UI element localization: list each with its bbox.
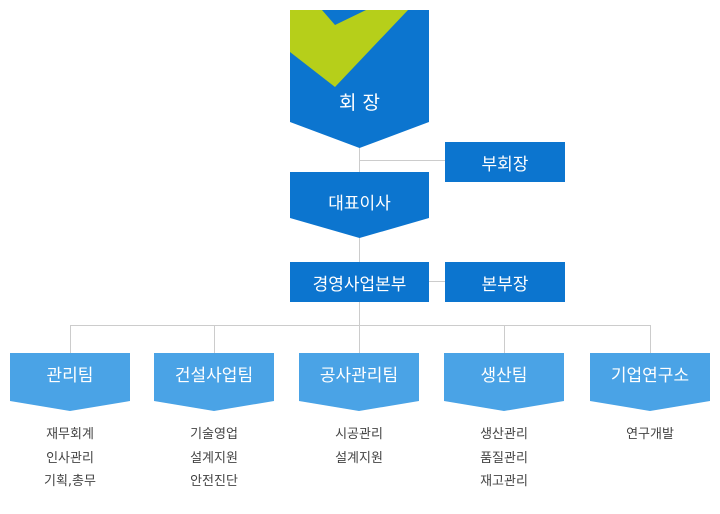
team-duties: 시공관리 설계지원 bbox=[299, 423, 419, 470]
chairman-label: 회 장 bbox=[339, 92, 380, 114]
duty-item: 안전진단 bbox=[190, 474, 238, 489]
team-background bbox=[299, 353, 419, 411]
team-background bbox=[444, 353, 564, 411]
vice-chairman-label: 부회장 bbox=[481, 154, 529, 175]
team-duties: 연구개발 bbox=[590, 423, 710, 447]
team-background bbox=[590, 353, 710, 411]
connector-team-bus bbox=[70, 325, 651, 326]
team-label: 기업연구소 bbox=[610, 365, 690, 386]
duty-item: 기술영업 bbox=[190, 427, 238, 442]
team-duties: 기술영업 설계지원 안전진단 bbox=[154, 423, 274, 494]
team-label: 관리팀 bbox=[46, 365, 94, 386]
connector-team-4 bbox=[504, 325, 505, 353]
duty-item: 설계지원 bbox=[335, 450, 383, 466]
team-background bbox=[10, 353, 130, 411]
team-node: 기업연구소 bbox=[590, 353, 710, 411]
duty-item: 설계지원 bbox=[190, 450, 238, 466]
division-head-label: 본부장 bbox=[481, 274, 529, 295]
team-duties: 재무회계 인사관리 기획,총무 bbox=[10, 423, 130, 494]
chairman-shape bbox=[290, 10, 429, 148]
duty-item: 기획,총무 bbox=[44, 474, 96, 489]
division-box: 경영사업본부 bbox=[290, 262, 429, 302]
team-node: 건설사업팀 bbox=[154, 353, 274, 411]
team-shape bbox=[299, 353, 419, 411]
ceo-background bbox=[290, 172, 429, 238]
team-background bbox=[154, 353, 274, 411]
connector-team-1 bbox=[70, 325, 71, 353]
team-label: 생산팀 bbox=[480, 365, 528, 386]
division-head-box: 본부장 bbox=[445, 262, 565, 302]
checkmark-icon bbox=[290, 10, 408, 87]
connector-division-teams bbox=[359, 302, 360, 326]
duty-item: 품질관리 bbox=[480, 450, 528, 466]
team-duties: 생산관리 품질관리 재고관리 bbox=[444, 423, 564, 494]
duty-item: 인사관리 bbox=[46, 450, 94, 466]
duty-item: 연구개발 bbox=[626, 427, 674, 442]
team-node: 생산팀 bbox=[444, 353, 564, 411]
ceo-label: 대표이사 bbox=[328, 194, 391, 214]
team-node: 관리팀 bbox=[10, 353, 130, 411]
team-shape bbox=[10, 353, 130, 411]
team-node: 공사관리팀 bbox=[299, 353, 419, 411]
team-shape bbox=[154, 353, 274, 411]
connector-team-5 bbox=[650, 325, 651, 353]
team-shape bbox=[444, 353, 564, 411]
connector-division-head bbox=[428, 281, 445, 282]
duty-item: 시공관리 bbox=[335, 427, 383, 442]
ceo-shape bbox=[290, 172, 429, 238]
ceo-node: 대표이사 bbox=[290, 172, 429, 238]
connector-vice-chairman bbox=[359, 160, 445, 161]
connector-team-3 bbox=[359, 325, 360, 353]
team-shape bbox=[590, 353, 710, 411]
team-label: 건설사업팀 bbox=[174, 365, 254, 386]
vice-chairman-box: 부회장 bbox=[445, 142, 565, 182]
team-label: 공사관리팀 bbox=[319, 365, 399, 386]
chairman-node: 회 장 bbox=[290, 10, 429, 148]
division-label: 경영사업본부 bbox=[312, 274, 407, 295]
connector-ceo-division bbox=[359, 238, 360, 262]
duty-item: 생산관리 bbox=[480, 427, 528, 442]
duty-item: 재고관리 bbox=[480, 474, 528, 489]
connector-team-2 bbox=[214, 325, 215, 353]
duty-item: 재무회계 bbox=[46, 427, 94, 442]
